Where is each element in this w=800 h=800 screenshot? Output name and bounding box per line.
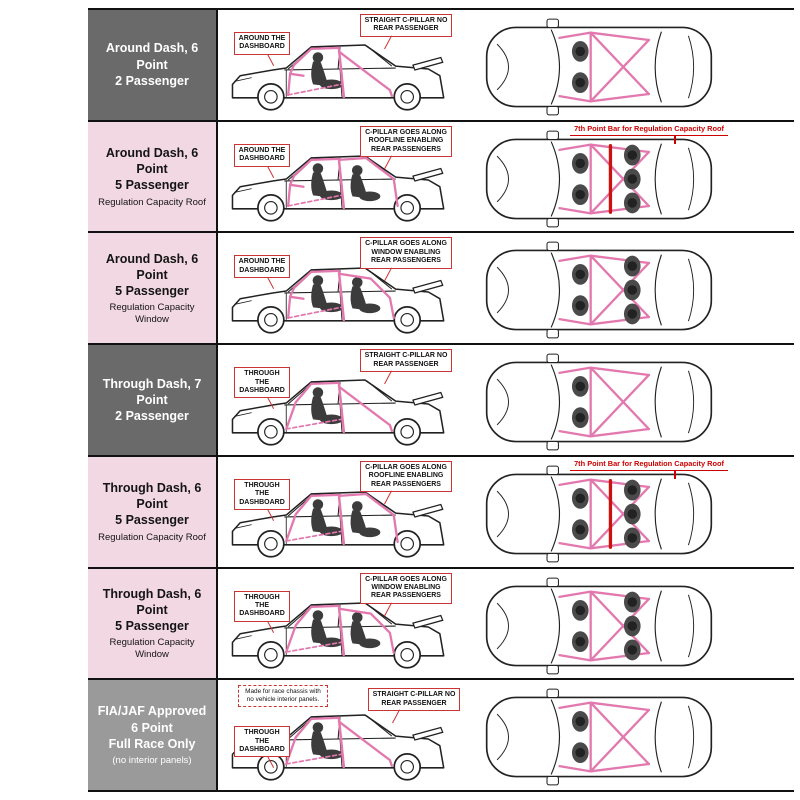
row-subtitle: Regulation Capacity Window (109, 302, 195, 326)
side-view-cell: THROUGH THE DASHBOARD C-PILLAR GOES ALON… (218, 569, 462, 679)
top-view-cell (462, 345, 794, 455)
car-top-view (485, 130, 713, 228)
row-title-line1: Around Dash, 6 Point (105, 251, 199, 282)
row-title-line1: Through Dash, 6 Point (102, 480, 202, 512)
dashboard-callout: THROUGH THE DASHBOARD (234, 478, 290, 511)
row-title-line2: 5 Passenger (115, 619, 189, 634)
row-title-line3: Full Race Only (108, 736, 196, 751)
race-chassis-note: Made for race chassis with no vehicle in… (238, 685, 328, 708)
top-view-cell: 7th Point Bar for Regulation Capacity Ro… (462, 457, 794, 567)
row-label: Around Dash, 6 Point 5 Passenger Regulat… (88, 233, 218, 344)
rollcage-configuration-chart: Around Dash, 6 Point 2 Passenger AROUND … (88, 8, 794, 793)
c-pillar-callout: STRAIGHT C-PILLAR NO REAR PASSENGER (368, 688, 460, 712)
top-view-cell: 7th Point Bar for Regulation Capacity Ro… (462, 122, 794, 232)
seventh-point-note: 7th Point Bar for Regulation Capacity Ro… (570, 459, 728, 479)
dashboard-callout: THROUGH THE DASHBOARD (234, 726, 290, 758)
car-top-view (485, 688, 713, 786)
car-top-view (485, 465, 713, 563)
top-view-cell (462, 569, 794, 679)
c-pillar-callout: STRAIGHT C-PILLAR NO REAR PASSENGER (360, 349, 452, 372)
car-top-view (485, 576, 713, 675)
c-pillar-callout: C-PILLAR GOES ALONG WINDOW ENABLING REAR… (360, 237, 452, 269)
side-view-cell: AROUND THE DASHBOARD C-PILLAR GOES ALONG… (218, 122, 462, 232)
dashboard-callout: AROUND THE DASHBOARD (234, 255, 290, 279)
row-label: Around Dash, 6 Point 2 Passenger (88, 10, 218, 120)
dashboard-callout: AROUND THE DASHBOARD (234, 143, 290, 167)
car-top-view (485, 241, 713, 340)
c-pillar-callout: C-PILLAR GOES ALONG ROOFLINE ENABLING RE… (360, 125, 452, 157)
top-view-cell (462, 10, 794, 120)
row-label: Through Dash, 6 Point 5 Passenger Regula… (88, 456, 218, 567)
config-row-through-dash-5p-roof: Through Dash, 6 Point 5 Passenger Regula… (88, 456, 794, 569)
row-label: Through Dash, 7 Point 2 Passenger (88, 345, 218, 455)
row-label: FIA/JAF Approved 6 Point Full Race Only … (88, 680, 218, 791)
dashboard-callout: THROUGH THE DASHBOARD (234, 367, 290, 399)
config-row-around-dash-2p: Around Dash, 6 Point 2 Passenger AROUND … (88, 10, 794, 122)
side-view-cell: AROUND THE DASHBOARD C-PILLAR GOES ALONG… (218, 233, 462, 343)
row-title-line2: 2 Passenger (115, 409, 189, 424)
side-view-cell: AROUND THE DASHBOARD STRAIGHT C-PILLAR N… (218, 10, 462, 120)
top-view-cell (462, 680, 794, 790)
row-title-line2: 5 Passenger (115, 513, 189, 528)
row-title-line1: Around Dash, 6 Point (105, 145, 199, 177)
row-title-line1: FIA/JAF Approved (97, 704, 207, 719)
row-subtitle: Regulation Capacity Roof (98, 531, 206, 543)
c-pillar-callout: C-PILLAR GOES ALONG ROOFLINE ENABLING RE… (360, 460, 452, 493)
row-title-line2: 2 Passenger (115, 73, 189, 88)
row-label: Around Dash, 6 Point 5 Passenger Regulat… (88, 121, 218, 232)
row-label: Through Dash, 6 Point 5 Passenger Regula… (88, 568, 218, 679)
car-top-view (485, 353, 713, 451)
config-row-fia-jaf: FIA/JAF Approved 6 Point Full Race Only … (88, 680, 794, 793)
c-pillar-callout: C-PILLAR GOES ALONG WINDOW ENABLING REAR… (360, 572, 452, 604)
dashboard-callout: AROUND THE DASHBOARD (234, 32, 290, 55)
config-row-around-dash-5p-roof: Around Dash, 6 Point 5 Passenger Regulat… (88, 121, 794, 234)
row-title-line2: 5 Passenger (115, 284, 189, 299)
car-top-view (485, 18, 713, 116)
row-title-line2: 6 Point (131, 720, 173, 735)
side-view-cell: THROUGH THE DASHBOARD C-PILLAR GOES ALON… (218, 457, 462, 567)
seventh-point-note: 7th Point Bar for Regulation Capacity Ro… (570, 124, 728, 144)
side-view-cell: THROUGH THE DASHBOARD STRAIGHT C-PILLAR … (218, 345, 462, 455)
row-title-line1: Through Dash, 7 Point (102, 376, 202, 407)
side-view-cell: Made for race chassis with no vehicle in… (218, 680, 462, 790)
row-subtitle: (no interior panels) (112, 755, 192, 767)
config-row-through-dash-2p: Through Dash, 7 Point 2 Passenger THROUG… (88, 345, 794, 457)
dashboard-callout: THROUGH THE DASHBOARD (234, 590, 290, 622)
row-subtitle: Regulation Capacity Window (109, 637, 195, 661)
config-row-around-dash-5p-window: Around Dash, 6 Point 5 Passenger Regulat… (88, 233, 794, 346)
top-view-cell (462, 233, 794, 343)
row-subtitle: Regulation Capacity Roof (98, 196, 206, 208)
row-title-line2: 5 Passenger (115, 178, 189, 193)
row-title-line1: Around Dash, 6 Point (105, 41, 199, 72)
row-title-line1: Through Dash, 6 Point (102, 586, 202, 617)
config-row-through-dash-5p-window: Through Dash, 6 Point 5 Passenger Regula… (88, 568, 794, 681)
c-pillar-callout: STRAIGHT C-PILLAR NO REAR PASSENGER (360, 14, 452, 37)
